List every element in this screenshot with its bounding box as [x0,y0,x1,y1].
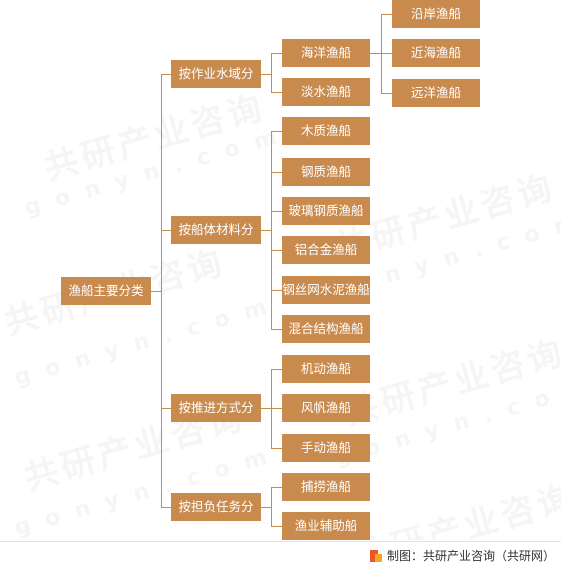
connector-line [151,291,161,292]
connector-line [271,487,282,488]
connector-line [271,408,282,409]
category-node: 按推进方式分 [171,394,261,422]
connector-line [161,74,162,508]
subtype-node: 淡水渔船 [282,78,370,106]
footer: 制图：共研产业咨询（共研网） [369,548,555,564]
connector-line [271,53,272,93]
watermark-en: g o n y n . c o m [11,293,274,392]
subtype-node: 渔业辅助船 [282,512,370,540]
marine-subtype-node: 沿岸渔船 [392,0,480,28]
connector-line [271,290,282,291]
connector-line [271,369,272,449]
connector-line [271,329,282,330]
connector-line [381,93,392,94]
brand-logo-icon [369,550,382,562]
connector-line [271,487,272,527]
connector-line [161,507,171,508]
subtype-node: 手动渔船 [282,434,370,462]
subtype-node: 风帆渔船 [282,394,370,422]
connector-line [261,507,271,508]
subtype-node: 木质渔船 [282,117,370,145]
connector-line [161,74,171,75]
subtype-node: 海洋渔船 [282,39,370,67]
connector-line [271,448,282,449]
subtype-node: 捕捞渔船 [282,473,370,501]
connector-line [271,172,282,173]
watermark-cn: 共研产业咨询 [339,332,561,434]
watermark-cn: 共研产业咨询 [349,477,561,540]
category-node: 按船体材料分 [171,216,261,244]
watermark-en: g o n y n . c o m [21,123,284,222]
subtype-node: 玻璃钢质渔船 [282,197,370,225]
connector-line [271,131,282,132]
watermark-cn: 共研产业咨询 [39,87,271,189]
subtype-node: 钢质渔船 [282,158,370,186]
connector-line [161,230,171,231]
connector-line [271,250,282,251]
subtype-node: 铝合金渔船 [282,236,370,264]
connector-line [271,53,282,54]
subtype-node: 混合结构渔船 [282,315,370,343]
marine-subtype-node: 近海渔船 [392,39,480,67]
connector-line [261,74,271,75]
marine-subtype-node: 远洋渔船 [392,79,480,107]
footer-divider [0,541,561,542]
connector-line [271,211,282,212]
footer-credit: 制图：共研产业咨询（共研网） [386,549,555,563]
watermark-en: g o n y n . c o m [11,443,274,540]
connector-line [370,53,381,54]
connector-line [271,526,282,527]
category-node: 按担负任务分 [171,493,261,521]
connector-line [261,230,271,231]
connector-line [261,408,271,409]
connector-line [271,92,282,93]
connector-line [271,369,282,370]
subtype-node: 钢丝网水泥渔船 [282,276,370,304]
connector-line [271,131,272,330]
subtype-node: 机动渔船 [282,355,370,383]
category-node: 按作业水域分 [171,60,261,88]
connector-line [381,53,392,54]
root-node: 渔船主要分类 [61,277,151,305]
connector-line [381,14,392,15]
connector-line [381,14,382,94]
connector-line [161,408,171,409]
